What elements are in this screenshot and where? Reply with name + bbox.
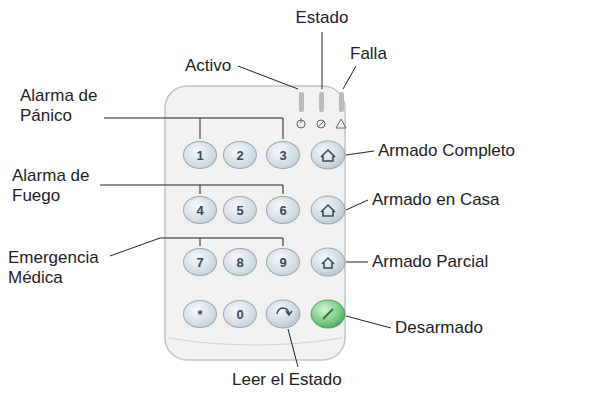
keypad-key: 2 — [223, 141, 257, 169]
callout-label: Armado Parcial — [372, 252, 572, 272]
callout-label: Armado en Casa — [372, 190, 572, 210]
key-digit: 4 — [196, 203, 203, 218]
keypad-key: 5 — [223, 196, 257, 224]
keypad-key: 1 — [183, 141, 217, 169]
keypad-key: * — [183, 300, 217, 328]
callout-label: Falla — [350, 44, 420, 64]
keypad-body — [165, 86, 345, 360]
callout-label: Estado — [282, 8, 362, 28]
keypad-key: 8 — [223, 248, 257, 276]
keypad-key: 6 — [266, 196, 300, 224]
leader-lines — [100, 32, 391, 367]
callout-label: Desarmado — [395, 318, 555, 338]
callout-label: Emergencia Médica — [8, 248, 120, 288]
key-digit: 0 — [236, 307, 243, 322]
callout-label: Activo — [185, 56, 255, 76]
status-leds — [297, 92, 346, 128]
keypad-key: 4 — [183, 196, 217, 224]
key-digit: 3 — [279, 148, 286, 163]
callout-label: Armado Completo — [378, 141, 578, 161]
keypad-key: 7 — [183, 248, 217, 276]
key-digit: 5 — [236, 203, 243, 218]
key-digit: 2 — [236, 148, 243, 163]
callout-label: Leer el Estado — [232, 370, 382, 390]
key-digit: 6 — [279, 203, 286, 218]
keypad-flap — [168, 338, 342, 345]
keypad-key: 3 — [266, 141, 300, 169]
callout-label: Alarma de Fuego — [12, 166, 104, 206]
function-keys — [266, 141, 345, 328]
key-digit: 8 — [236, 255, 243, 270]
key-digit: 7 — [196, 255, 203, 270]
key-digit: * — [197, 307, 202, 322]
callout-label: Alarma de Pánico — [20, 86, 112, 126]
keypad-key: 9 — [266, 248, 300, 276]
key-digit: 1 — [196, 148, 203, 163]
keypad-key: 0 — [223, 300, 257, 328]
key-digit: 9 — [279, 255, 286, 270]
